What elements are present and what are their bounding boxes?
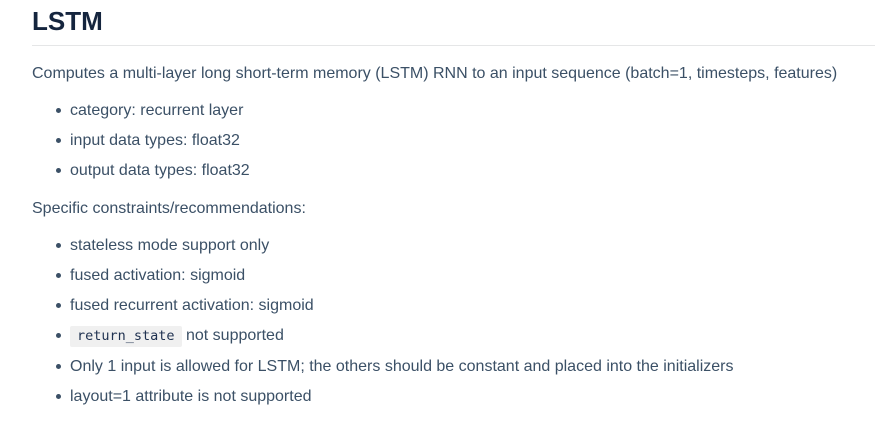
list-item-text: input data types: float32 — [70, 132, 240, 149]
constraints-heading: Specific constraints/recommendations: — [32, 200, 306, 217]
list-item-text: category: recurrent layer — [70, 102, 244, 119]
properties-list: category: recurrent layer input data typ… — [32, 101, 875, 180]
constraints-list: stateless mode support only fused activa… — [32, 236, 875, 406]
list-item-text: fused recurrent activation: sigmoid — [70, 297, 314, 314]
list-item: stateless mode support only — [56, 236, 875, 255]
list-item: return_state not supported — [56, 326, 875, 347]
list-item: fused recurrent activation: sigmoid — [56, 296, 875, 315]
list-item-text: not supported — [181, 327, 284, 344]
list-item-text: fused activation: sigmoid — [70, 267, 246, 284]
list-item-text: Only 1 input is allowed for LSTM; the ot… — [70, 358, 734, 375]
page-title: LSTM — [32, 8, 875, 46]
list-item: fused activation: sigmoid — [56, 266, 875, 285]
list-item-text: stateless mode support only — [70, 237, 270, 254]
doc-content: LSTM Computes a multi-layer long short-t… — [32, 8, 875, 406]
layer-description: Computes a multi-layer long short-term m… — [32, 65, 838, 82]
list-item-text: output data types: float32 — [70, 162, 250, 179]
list-item-text: layout=1 attribute is not supported — [70, 388, 312, 405]
list-item: input data types: float32 — [56, 131, 875, 150]
list-item: output data types: float32 — [56, 161, 875, 180]
list-item: Only 1 input is allowed for LSTM; the ot… — [56, 357, 875, 376]
inline-code: return_state — [70, 326, 182, 347]
list-item: category: recurrent layer — [56, 101, 875, 120]
list-item: layout=1 attribute is not supported — [56, 387, 875, 406]
